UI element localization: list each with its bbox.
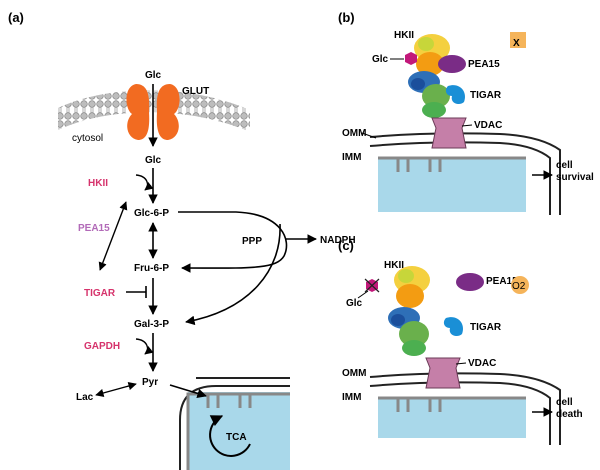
o2-badge-c — [511, 276, 529, 294]
mitochondrion-a — [179, 377, 290, 470]
lac-label: Lac — [76, 392, 94, 403]
panel-a-label: (a) — [8, 10, 24, 25]
glc-extracellular-label: Glc — [145, 70, 162, 81]
panel-c: (c) HKII PEA15 O2 Glc TIGAR OMM — [338, 238, 583, 445]
omm-inner-line-b — [369, 141, 551, 215]
matrix-b — [378, 158, 526, 212]
hkii-tigar-link-arrow — [98, 201, 128, 271]
glc-label-c: Glc — [346, 298, 363, 309]
outcome-line1-b: cell — [556, 160, 573, 171]
o2-label-c: O2 — [512, 281, 526, 292]
glut-label: GLUT — [182, 86, 209, 97]
imm-label-c: IMM — [342, 392, 361, 403]
omm-line-b — [369, 132, 561, 215]
tigar-enzyme-label: TIGAR — [84, 288, 116, 299]
pea15-shape-c — [456, 273, 484, 291]
omm-leader-b — [361, 132, 377, 139]
glut-transporter — [126, 84, 180, 140]
tigar-label-c: TIGAR — [470, 322, 502, 333]
hkii-protein-c — [388, 266, 430, 356]
matrix-c — [378, 398, 526, 438]
glc6p-label: Glc-6-P — [134, 208, 169, 219]
ppp-loop-arrow — [178, 211, 288, 273]
vdac-label-c: VDAC — [468, 358, 496, 369]
vdac-leader-b — [461, 124, 473, 127]
glc-cytosol-label: Glc — [145, 155, 162, 166]
pea15-label-b: PEA15 — [468, 59, 500, 70]
hkii-label-c: HKII — [384, 260, 404, 271]
gapdh-enzyme-label: GAPDH — [84, 341, 120, 352]
vdac-label-b: VDAC — [474, 120, 502, 131]
panel-c-label: (c) — [338, 238, 354, 253]
pea15-label: PEA15 — [78, 223, 110, 234]
omm-label-c: OMM — [342, 368, 366, 379]
gapdh-cofactor-curl — [135, 338, 154, 355]
glc-hexagon-b — [405, 52, 417, 65]
pea15-label-c: PEA15 — [486, 276, 518, 287]
vdac-channel-c — [425, 357, 461, 389]
blocked-o2-mark-b: X — [510, 32, 526, 49]
cristae-c — [396, 398, 442, 412]
glc-leader-c — [357, 290, 369, 299]
glc-label-b: Glc — [372, 54, 389, 65]
hkii-enzyme-label: HKII — [88, 178, 108, 189]
nadph-label: NADPH — [320, 235, 356, 246]
cristae-b — [396, 158, 442, 172]
vdac-leader-c — [455, 362, 467, 365]
outcome-line1-c: cell — [556, 397, 573, 408]
omm-label-b: OMM — [342, 128, 366, 139]
omm-inner-line-c — [369, 381, 551, 445]
vdac-channel-b — [431, 117, 467, 149]
gal3p-label: Gal-3-P — [134, 319, 169, 330]
tca-cycle-circle — [209, 415, 251, 457]
glc-blocked-c — [364, 278, 380, 293]
ppp-label: PPP — [242, 236, 262, 247]
hkii-protein-b — [408, 34, 450, 118]
tigar-shape-c — [443, 317, 464, 336]
pyr-to-mito-arrow — [169, 384, 207, 399]
fru6p-label: Fru-6-P — [134, 263, 169, 274]
ppp-to-gal3p-arrow — [185, 223, 281, 326]
tca-label: TCA — [226, 432, 247, 443]
hkii-cofactor-curl — [135, 174, 154, 191]
panel-b: (b) HKII Glc PEA15 TIGAR X OMM — [338, 10, 594, 215]
cytosol-label: cytosol — [72, 133, 103, 144]
panel-b-label: (b) — [338, 10, 355, 25]
panel-a: (a) Glc GLUT cytosol Glc HKII Glc-6-P PE… — [8, 10, 356, 470]
pyr-lac-arrow — [95, 381, 137, 398]
x-mark-b: X — [513, 38, 520, 49]
tigar-label-b: TIGAR — [470, 90, 502, 101]
hkii-label-b: HKII — [394, 30, 414, 41]
outcome-line2-b: survival — [556, 172, 594, 183]
tigar-shape-b — [445, 85, 466, 104]
plasma-membrane — [58, 90, 250, 132]
pyr-label: Pyr — [142, 377, 158, 388]
omm-line-c — [369, 372, 561, 445]
pea15-shape-b — [438, 55, 466, 73]
imm-label-b: IMM — [342, 152, 361, 163]
outcome-line2-c: death — [556, 409, 583, 420]
